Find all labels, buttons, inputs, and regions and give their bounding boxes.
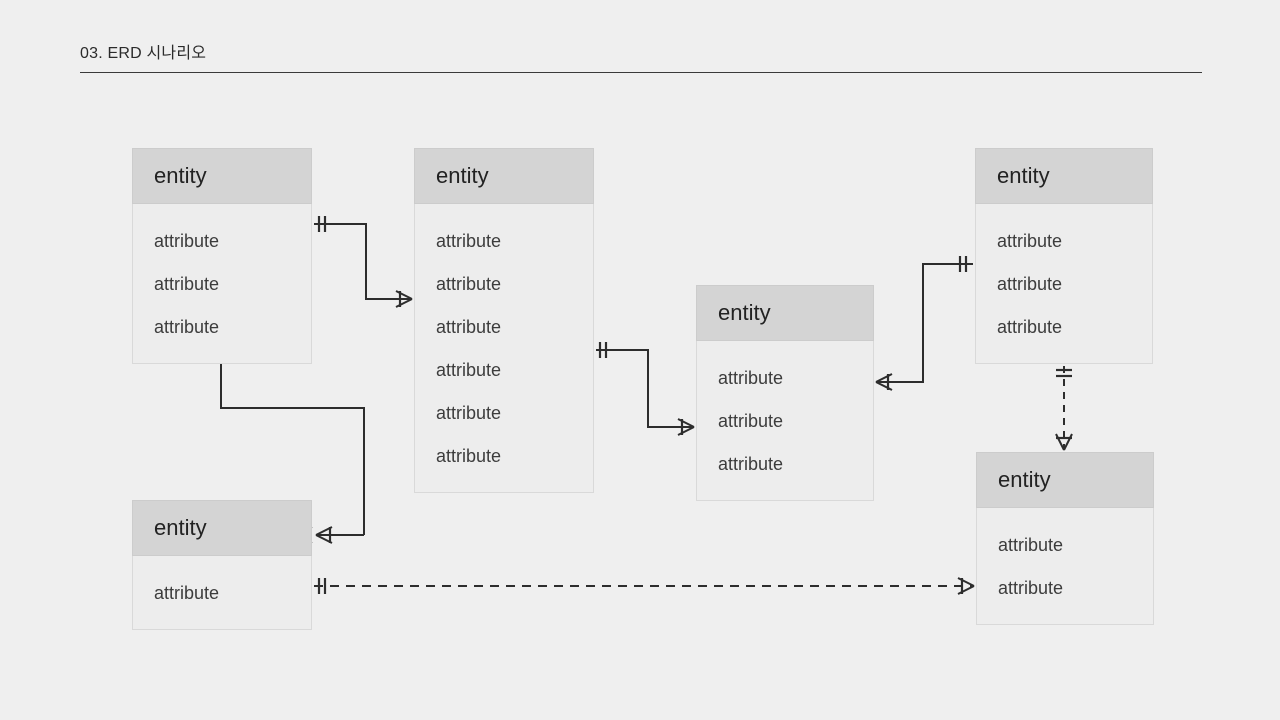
entity-attribute: attribute (154, 583, 220, 603)
entity-attribute: attribute (436, 403, 502, 423)
entity-attribute: attribute (436, 446, 502, 466)
entity-attribute: attribute (154, 274, 220, 294)
entity-attribute-list: attribute attribute attribute (132, 204, 312, 364)
relationship-center-to-topright (875, 256, 973, 391)
entity-attribute: attribute (997, 274, 1063, 294)
entity-attribute-list: attribute attribute attribute attribute … (414, 204, 594, 493)
relationship-topright-to-bottomright (1055, 366, 1073, 451)
entity-header: entity (975, 148, 1153, 204)
cardinality-many-foot (677, 418, 695, 436)
entity-bottom-right[interactable]: entity attribute attribute (976, 452, 1154, 625)
cardinality-many-foot (315, 526, 333, 544)
entity-header: entity (132, 500, 312, 556)
entity-attribute: attribute (154, 317, 220, 337)
entity-mid-left[interactable]: entity attribute attribute attribute att… (414, 148, 594, 493)
relationship-topleft-to-midleft (314, 216, 413, 308)
entity-attribute: attribute (997, 231, 1063, 251)
cardinality-many-foot (1055, 433, 1073, 451)
entity-attribute: attribute (718, 411, 784, 431)
title-divider (80, 72, 1202, 73)
entity-attribute: attribute (718, 368, 784, 388)
entity-header: entity (976, 452, 1154, 508)
entity-attribute: attribute (998, 535, 1064, 555)
entity-attribute: attribute (154, 231, 220, 251)
entity-attribute-list: attribute (132, 556, 312, 630)
entity-header: entity (696, 285, 874, 341)
entity-center[interactable]: entity attribute attribute attribute (696, 285, 874, 501)
entity-attribute: attribute (436, 317, 502, 337)
entity-header: entity (414, 148, 594, 204)
relationship-midleft-to-center (596, 342, 695, 436)
entity-attribute: attribute (436, 360, 502, 380)
entity-top-right[interactable]: entity attribute attribute attribute (975, 148, 1153, 364)
entity-attribute-list: attribute attribute attribute (975, 204, 1153, 364)
entity-bottom-left[interactable]: entity attribute (132, 500, 312, 630)
entity-attribute: attribute (998, 578, 1064, 598)
relationship-bottomleft-to-bottomright (314, 577, 975, 595)
entity-header: entity (132, 148, 312, 204)
entity-attribute: attribute (997, 317, 1063, 337)
cardinality-many-foot (957, 577, 975, 595)
entity-attribute: attribute (436, 274, 502, 294)
entity-top-left[interactable]: entity attribute attribute attribute (132, 148, 312, 364)
page-title: 03. ERD 시나리오 (80, 45, 207, 62)
entity-attribute: attribute (718, 454, 784, 474)
entity-attribute-list: attribute attribute attribute (696, 341, 874, 501)
cardinality-many-foot (395, 290, 413, 308)
slide-title-block: 03. ERD 시나리오 (80, 44, 1202, 73)
cardinality-many-foot (875, 373, 893, 391)
entity-attribute-list: attribute attribute (976, 508, 1154, 625)
entity-attribute: attribute (436, 231, 502, 251)
